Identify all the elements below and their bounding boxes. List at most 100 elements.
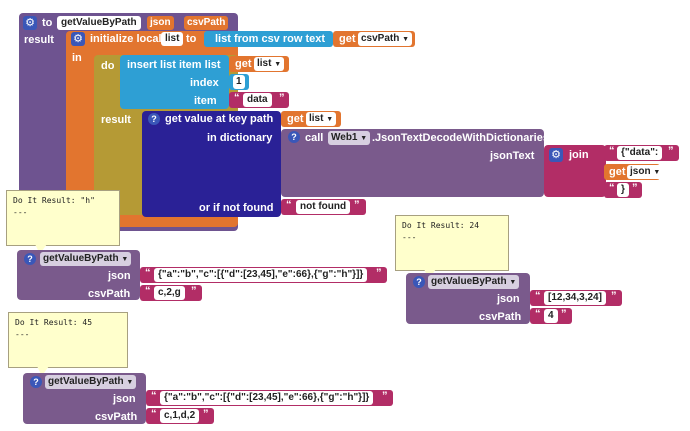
get-label: get — [609, 166, 626, 178]
get-value-at-key-path-block[interactable] — [142, 111, 281, 217]
insert-list-item-block[interactable] — [120, 55, 229, 109]
do-it-result-bubble-3: Do It Result: 45 --- — [8, 312, 128, 376]
list-var-dropdown[interactable]: list ▼ — [254, 57, 285, 71]
component-name: Web1 — [331, 132, 358, 143]
close-quote: ” — [611, 290, 617, 302]
in-dictionary-label: in dictionary — [207, 132, 273, 144]
question-icon[interactable]: ? — [24, 253, 36, 265]
path-var-text: list — [309, 113, 324, 124]
json-label: json — [497, 293, 520, 305]
open-quote: “ — [145, 267, 151, 279]
procedure-dropdown[interactable]: getValueByPath ▼ — [40, 252, 132, 266]
do-it-result-bubble-2: Do It Result: 24 --- — [395, 215, 509, 279]
gear-icon[interactable]: ⚙ — [549, 148, 563, 162]
csvpath-arg-value[interactable]: c,2,g — [154, 286, 185, 300]
question-icon[interactable]: ? — [413, 276, 425, 288]
result-label: result — [24, 34, 54, 46]
bubble-text: Do It Result: 45 --- — [15, 318, 93, 339]
join-part-3[interactable]: } — [617, 183, 629, 197]
json-arg-value[interactable]: [12,34,3,24] — [544, 291, 606, 305]
procedure-name: getValueByPath — [431, 276, 507, 287]
get-value-at-key-path-label: get value at key path — [165, 113, 274, 125]
param-json[interactable]: json — [147, 16, 174, 30]
jsontext-label: jsonText — [490, 150, 535, 162]
do-it-result-bubble-1: Do It Result: "h" --- — [6, 190, 120, 254]
bubble-tail — [35, 244, 47, 254]
close-quote: ” — [632, 182, 638, 194]
close-quote: ” — [191, 285, 197, 297]
insert-list-item-label: insert list item list — [127, 59, 221, 71]
index-label: index — [190, 77, 219, 89]
or-if-not-found-label: or if not found — [199, 202, 274, 214]
csvpath-label: csvPath — [95, 411, 138, 423]
do-label: do — [101, 60, 115, 72]
close-quote: ” — [354, 199, 360, 211]
csvpath-var-text: csvPath — [361, 33, 400, 44]
list-from-csv-row-block[interactable] — [204, 31, 333, 47]
list-from-csv-row-label: list from csv row text — [215, 33, 326, 45]
procedure-name: getValueByPath — [43, 253, 119, 264]
chevron-down-icon: ▼ — [653, 169, 661, 176]
chevron-down-icon: ▼ — [509, 279, 517, 286]
chevron-down-icon: ▼ — [402, 36, 410, 43]
web-json-decode-call-block[interactable] — [281, 129, 544, 197]
question-icon[interactable]: ? — [30, 376, 42, 388]
csvpath-arg-value[interactable]: 4 — [544, 309, 558, 323]
chevron-down-icon: ▼ — [126, 379, 134, 386]
close-quote: ” — [376, 267, 382, 279]
component-dropdown[interactable]: Web1 ▼ — [328, 131, 371, 145]
open-quote: “ — [535, 290, 541, 302]
csvpath-var-dropdown[interactable]: csvPath ▼ — [358, 32, 413, 46]
join-label: join — [569, 149, 589, 161]
csvpath-label: csvPath — [479, 311, 522, 323]
call-label: call — [305, 132, 324, 144]
json-arg-value[interactable]: {"a":"b","c":[{"d":[23,45],"e":66},{"g":… — [154, 268, 368, 282]
local-var-name-field[interactable]: list — [161, 32, 184, 46]
chevron-down-icon: ▼ — [121, 256, 129, 263]
get-label: get — [339, 33, 356, 45]
json-var-dropdown[interactable]: json ▼ — [627, 165, 664, 179]
chevron-down-icon: ▼ — [360, 135, 368, 142]
close-quote: ” — [668, 145, 674, 157]
open-quote: “ — [145, 285, 151, 297]
chevron-down-icon: ▼ — [326, 116, 334, 123]
json-arg-value[interactable]: {"a":"b","c":[{"d":[23,45],"e":66},{"g":… — [160, 391, 374, 405]
list-var-text: list — [257, 58, 272, 69]
initialize-local-label: initialize local — [90, 33, 162, 45]
json-label: json — [113, 393, 136, 405]
open-quote: “ — [609, 182, 615, 194]
open-quote: “ — [234, 92, 240, 104]
json-var-text: json — [630, 166, 651, 177]
gear-icon[interactable]: ⚙ — [23, 16, 37, 30]
get-label: get — [287, 113, 304, 125]
procedure-dropdown[interactable]: getValueByPath ▼ — [428, 275, 520, 289]
get-label: get — [235, 58, 252, 70]
result-label-2: result — [101, 114, 131, 126]
json-label: json — [108, 270, 131, 282]
path-var-dropdown[interactable]: list ▼ — [306, 112, 337, 126]
param-csvpath[interactable]: csvPath — [184, 16, 229, 30]
bubble-text: Do It Result: 24 --- — [402, 221, 480, 242]
to-label: to — [42, 17, 53, 29]
open-quote: “ — [609, 145, 615, 157]
procedure-name: getValueByPath — [48, 376, 124, 387]
question-icon[interactable]: ? — [288, 131, 300, 143]
not-found-value[interactable]: not found — [296, 200, 351, 214]
item-value[interactable]: data — [243, 93, 272, 107]
csvpath-arg-value[interactable]: c,1,d,2 — [160, 409, 200, 423]
open-quote: “ — [151, 408, 157, 420]
question-icon[interactable]: ? — [148, 113, 160, 125]
bubble-tail — [37, 366, 49, 376]
gear-icon[interactable]: ⚙ — [71, 32, 85, 46]
open-quote: “ — [151, 390, 157, 402]
index-value[interactable]: 1 — [233, 75, 245, 89]
in-label: in — [72, 52, 82, 64]
close-quote: ” — [561, 308, 567, 320]
close-quote: ” — [203, 408, 209, 420]
method-label: .JsonTextDecodeWithDictionaries — [372, 132, 549, 144]
procedure-dropdown[interactable]: getValueByPath ▼ — [45, 375, 137, 389]
bubble-text: Do It Result: "h" --- — [13, 196, 95, 217]
csvpath-label: csvPath — [88, 288, 131, 300]
join-part-1[interactable]: {"data": — [617, 146, 663, 160]
procedure-name-field[interactable]: getValueByPath — [57, 16, 141, 30]
